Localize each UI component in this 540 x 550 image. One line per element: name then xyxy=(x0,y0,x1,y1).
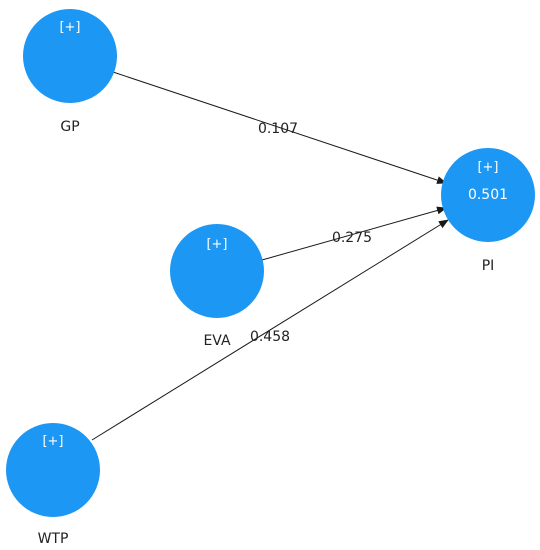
expand-gp-button[interactable]: [+] xyxy=(59,20,80,35)
expand-eva-button[interactable]: [+] xyxy=(206,237,227,252)
path-eva-to-pi[interactable] xyxy=(261,206,447,261)
construct-pi-r-squared: 0.501 xyxy=(468,187,508,203)
construct-wtp-circle[interactable] xyxy=(6,423,100,517)
path-coefficient-gp-pi: 0.107 xyxy=(258,121,298,137)
construct-pi[interactable]: [+] 0.501 xyxy=(441,148,535,242)
construct-wtp-label: WTP xyxy=(38,531,69,547)
expand-pi-button[interactable]: [+] xyxy=(477,160,498,175)
construct-gp[interactable]: [+] xyxy=(23,9,117,103)
construct-gp-label: GP xyxy=(60,119,79,135)
expand-wtp-button[interactable]: [+] xyxy=(42,434,63,449)
construct-wtp[interactable]: [+] xyxy=(6,423,100,517)
construct-eva[interactable]: [+] xyxy=(170,224,264,318)
construct-pi-label: PI xyxy=(482,258,495,274)
path-gp-to-pi[interactable] xyxy=(112,71,447,184)
path-wtp-to-pi[interactable] xyxy=(91,219,449,441)
construct-eva-label: EVA xyxy=(203,333,231,349)
path-coefficient-eva-pi: 0.275 xyxy=(332,230,372,246)
path-coefficient-wtp-pi: 0.458 xyxy=(250,329,290,345)
construct-pi-circle[interactable] xyxy=(441,148,535,242)
construct-eva-circle[interactable] xyxy=(170,224,264,318)
construct-gp-circle[interactable] xyxy=(23,9,117,103)
